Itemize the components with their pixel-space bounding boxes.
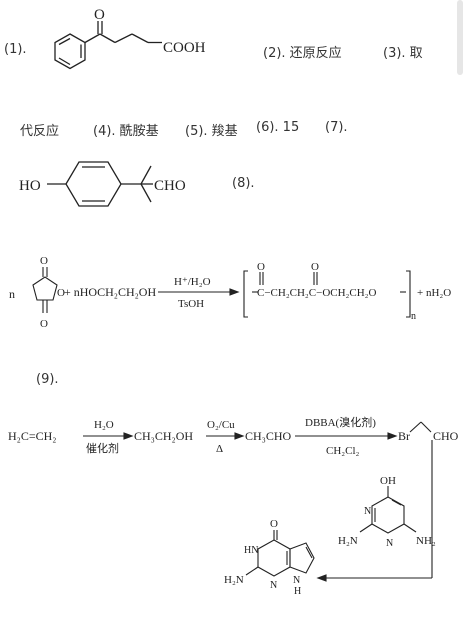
pyrimidine-nh2: NH₂ [416,535,436,547]
polymer-chain: C−CH₂CH₂C−OCH₂CH₂O [257,287,376,299]
anhydride-o-bottom: O [40,318,48,330]
ho-label: HO [19,178,41,194]
answer-7-label: (7). [325,120,348,135]
aldehyde-label: CHO [433,429,459,443]
answer-3-part1: (3). 取 [383,46,423,61]
condition-bottom: TsOH [178,298,204,310]
answer-6: (6). 15 [256,120,300,135]
pyrimidine-h2n: H₂N [338,535,358,547]
step1-catalyst: 催化剂 [86,441,119,455]
step3-reagent: DBBA(溴化剂) [305,415,376,429]
cho-label: CHO [154,178,186,194]
glycol-reagent: + nHOCH₂CH₂OH [64,285,156,299]
pyrimidine-n1: N [364,506,371,517]
answer-1-label: (1). [4,42,27,57]
ethylene: H₂C=CH₂ [8,429,56,443]
answer-4: (4). 酰胺基 [93,124,159,139]
step3-solvent: CH₂Cl₂ [326,445,360,457]
carbonyl-o-2: O [311,261,319,273]
structure-7-hydroxyphenyl-aldehyde: HO CHO [19,161,186,207]
reaction-8-polycondensation: n O O O + nHOCH₂CH₂OH H⁺/H₂O TsOH O O C−… [9,255,451,330]
subscript-n: n [411,311,416,322]
answer-9-label: (9). [36,372,59,387]
product-o: O [270,518,278,530]
condition-top: H⁺/H₂O [174,276,211,288]
answer-8-label: (8). [232,176,255,191]
bromo-label: Br [398,429,410,443]
structure-1-ketoacid: O COOH [54,7,206,70]
product-ring-6 [257,539,291,577]
product-h2n: H₂N [224,574,244,586]
product-hn: HN [244,545,258,556]
pyrimidine-n2: N [386,538,393,549]
anhydride-ring [32,276,58,301]
anhydride-o-top: O [40,255,48,267]
oxygen-label: O [94,7,105,23]
synthesis-route-9: H₂C=CH₂ H₂O 催化剂 CH₃CH₂OH O₂/Cu Δ CH₃CHO … [8,415,459,597]
scrollbar[interactable] [457,0,463,75]
product-n: N [270,580,277,591]
answer-3-part2: 代反应 [20,124,60,139]
product-h: H [294,586,301,597]
step2-reagent: O₂/Cu [207,419,235,431]
answer-2: (2). 还原反应 [263,46,342,61]
product-nh: N [293,575,300,586]
acetaldehyde: CH₃CHO [245,429,292,443]
reaction-arrow-head [229,288,240,296]
pyrimidine-oh: OH [380,475,396,487]
answer-5: (5). 羧基 [185,124,238,139]
anhydride-o-ring: O [57,287,65,299]
ethanol: CH₃CH₂OH [134,429,193,443]
carbonyl-o-1: O [257,261,265,273]
cooh-label: COOH [163,40,206,56]
coefficient-n: n [9,287,15,301]
benzene-ring [65,161,122,207]
step1-reagent: H₂O [94,419,114,431]
pyrimidine-ring [371,496,405,534]
byproduct-water: + nH₂O [417,287,451,299]
product-ring-5 [289,542,315,574]
step2-condition: Δ [216,443,223,455]
